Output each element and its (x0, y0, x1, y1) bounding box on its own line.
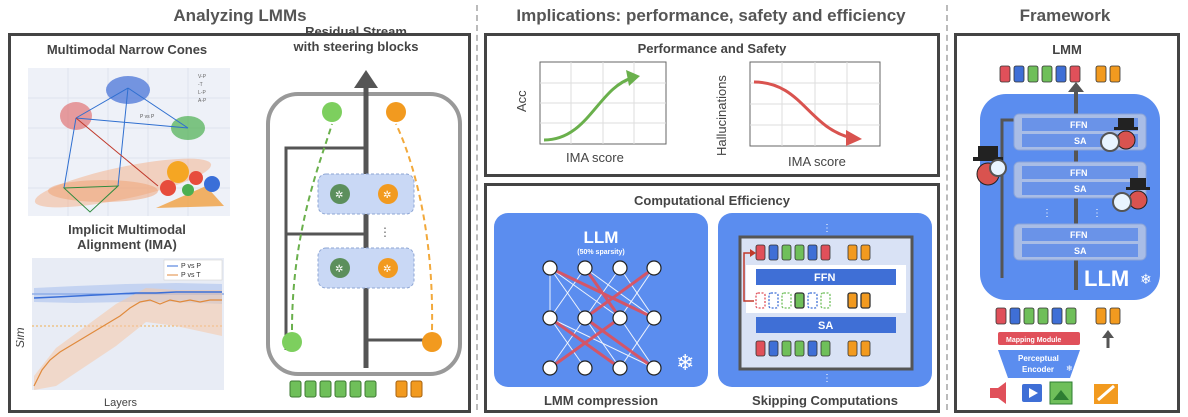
svg-text:V-P: V-P (198, 74, 207, 80)
svg-text:⋮: ⋮ (822, 373, 832, 384)
input-green-token (282, 332, 302, 352)
section-title-analyzing: Analyzing LMMs (173, 6, 307, 25)
divider-left (476, 5, 478, 410)
svg-text:✲: ✲ (383, 264, 391, 275)
steered-green-token (322, 102, 342, 122)
divider-right (946, 5, 948, 410)
skipping-diagram: ⋮ FFN SA ⋮ (738, 223, 914, 384)
svg-text:Encoder: Encoder (1022, 365, 1054, 374)
ima-ylabel: Sim (16, 327, 27, 348)
svg-text:FFN: FFN (1070, 120, 1088, 130)
svg-text:P vs T: P vs T (181, 272, 201, 279)
framework-layer-bottom: FFN SA (1013, 223, 1147, 261)
hall-xlabel: IMA score (788, 154, 846, 169)
svg-text:✲: ✲ (335, 190, 343, 201)
svg-text:⋮: ⋮ (822, 223, 832, 234)
svg-text:✲: ✲ (383, 190, 391, 201)
llm-compression-box (494, 213, 708, 387)
skip-token-row-bottom (755, 340, 871, 357)
llm-compression-label: LLM (583, 228, 619, 247)
lmm-label: LMM (1052, 42, 1082, 57)
svg-text:A-P: A-P (198, 98, 207, 104)
top-hat-figure-icon-3 (1112, 178, 1150, 212)
steering-block-bottom: ✲ ✲ (317, 247, 415, 289)
svg-text:✲: ✲ (335, 264, 343, 275)
input-token-row (995, 307, 1121, 325)
framework-layer-middle: FFN SA (1013, 161, 1147, 199)
acc-ylabel: Acc (514, 90, 529, 112)
acc-curve-chart: Acc IMA score (514, 61, 667, 165)
snowflake-icon: ❄ (676, 350, 695, 375)
svg-text:SA: SA (1074, 184, 1087, 194)
compression-caption: LMM compression (543, 393, 659, 408)
acc-xlabel: IMA score (566, 150, 624, 165)
svg-text:❄: ❄ (1066, 364, 1073, 373)
steering-block-top: ✲ ✲ (317, 173, 415, 215)
svg-text:-T: -T (198, 82, 203, 88)
speaker-icon (990, 382, 1006, 404)
video-icon (1022, 384, 1042, 402)
svg-text:FFN: FFN (1070, 230, 1088, 240)
pencil-text-icon (1094, 384, 1118, 404)
framework-snowflake-icon: ❄ (1140, 271, 1152, 287)
input-orange-token (422, 332, 442, 352)
svg-text:⋮: ⋮ (1092, 208, 1102, 219)
svg-text:FFN: FFN (1070, 168, 1088, 178)
section-title-implications: Implications: performance, safety and ef… (516, 6, 906, 25)
section-title-framework: Framework (1019, 6, 1111, 25)
image-icon (1049, 381, 1073, 405)
sparsity-label: (50% sparsity) (577, 249, 625, 256)
magnifier-icon-left (989, 159, 1007, 177)
ima-series-pvt (33, 299, 222, 387)
svg-text:Perceptual: Perceptual (1018, 354, 1059, 363)
steered-orange-token (386, 102, 406, 122)
mapping-module-label: Mapping Module (1006, 337, 1061, 344)
ima-series-pvp (33, 291, 222, 299)
sparse-network (542, 260, 662, 376)
cones-legend: V-P -T L-P A-P (198, 74, 207, 104)
skipping-caption: Skipping Computations (752, 393, 898, 408)
ima-xlabel: Layers (104, 397, 138, 409)
residual-token-row (289, 380, 423, 398)
svg-text:SA: SA (1074, 136, 1087, 146)
svg-text:L-P: L-P (198, 90, 206, 96)
residual-stream-diagram: ✲ ✲ ✲ ✲ ⋮ (266, 70, 462, 398)
cones-annotation: P vs P (140, 114, 155, 120)
perceptual-encoder-box (998, 350, 1080, 378)
ima-title: Implicit Multimodal Alignment (IMA) (68, 222, 186, 252)
output-token-row (999, 65, 1121, 83)
perf-title: Performance and Safety (637, 41, 787, 56)
skip-token-row-top (755, 244, 871, 261)
framework-llm-label: LLM (1084, 266, 1129, 291)
ima-legend: P vs P P vs T (163, 259, 223, 281)
mapping-module-box (998, 332, 1080, 345)
residual-title: Residual Stream with steering blocks (293, 24, 419, 54)
skip-sa-label: SA (818, 320, 833, 332)
people-figures-icon (156, 161, 224, 208)
svg-text:⋮: ⋮ (1042, 208, 1052, 219)
narrow-cones-plot: V-P -T L-P A-P P vs P (28, 68, 230, 216)
hallucination-curve-chart: Hallucinations IMA score (714, 61, 881, 169)
top-hat-figure-icon-2 (1100, 118, 1138, 152)
svg-text:P vs P: P vs P (181, 263, 201, 270)
framework-diagram: FFN SA FFN SA ⋮ ⋮ FFN SA LLM ❄ (973, 65, 1160, 405)
hallucinations-ylabel: Hallucinations (714, 75, 729, 156)
skip-token-row-dashed (755, 292, 871, 309)
ima-chart: Sim Layers P vs P P vs T (16, 258, 224, 409)
skip-ffn-label: FFN (814, 272, 835, 284)
svg-text:⋮: ⋮ (379, 225, 391, 239)
svg-text:SA: SA (1074, 246, 1087, 256)
cones-title: Multimodal Narrow Cones (46, 42, 208, 57)
efficiency-title: Computational Efficiency (633, 193, 791, 208)
